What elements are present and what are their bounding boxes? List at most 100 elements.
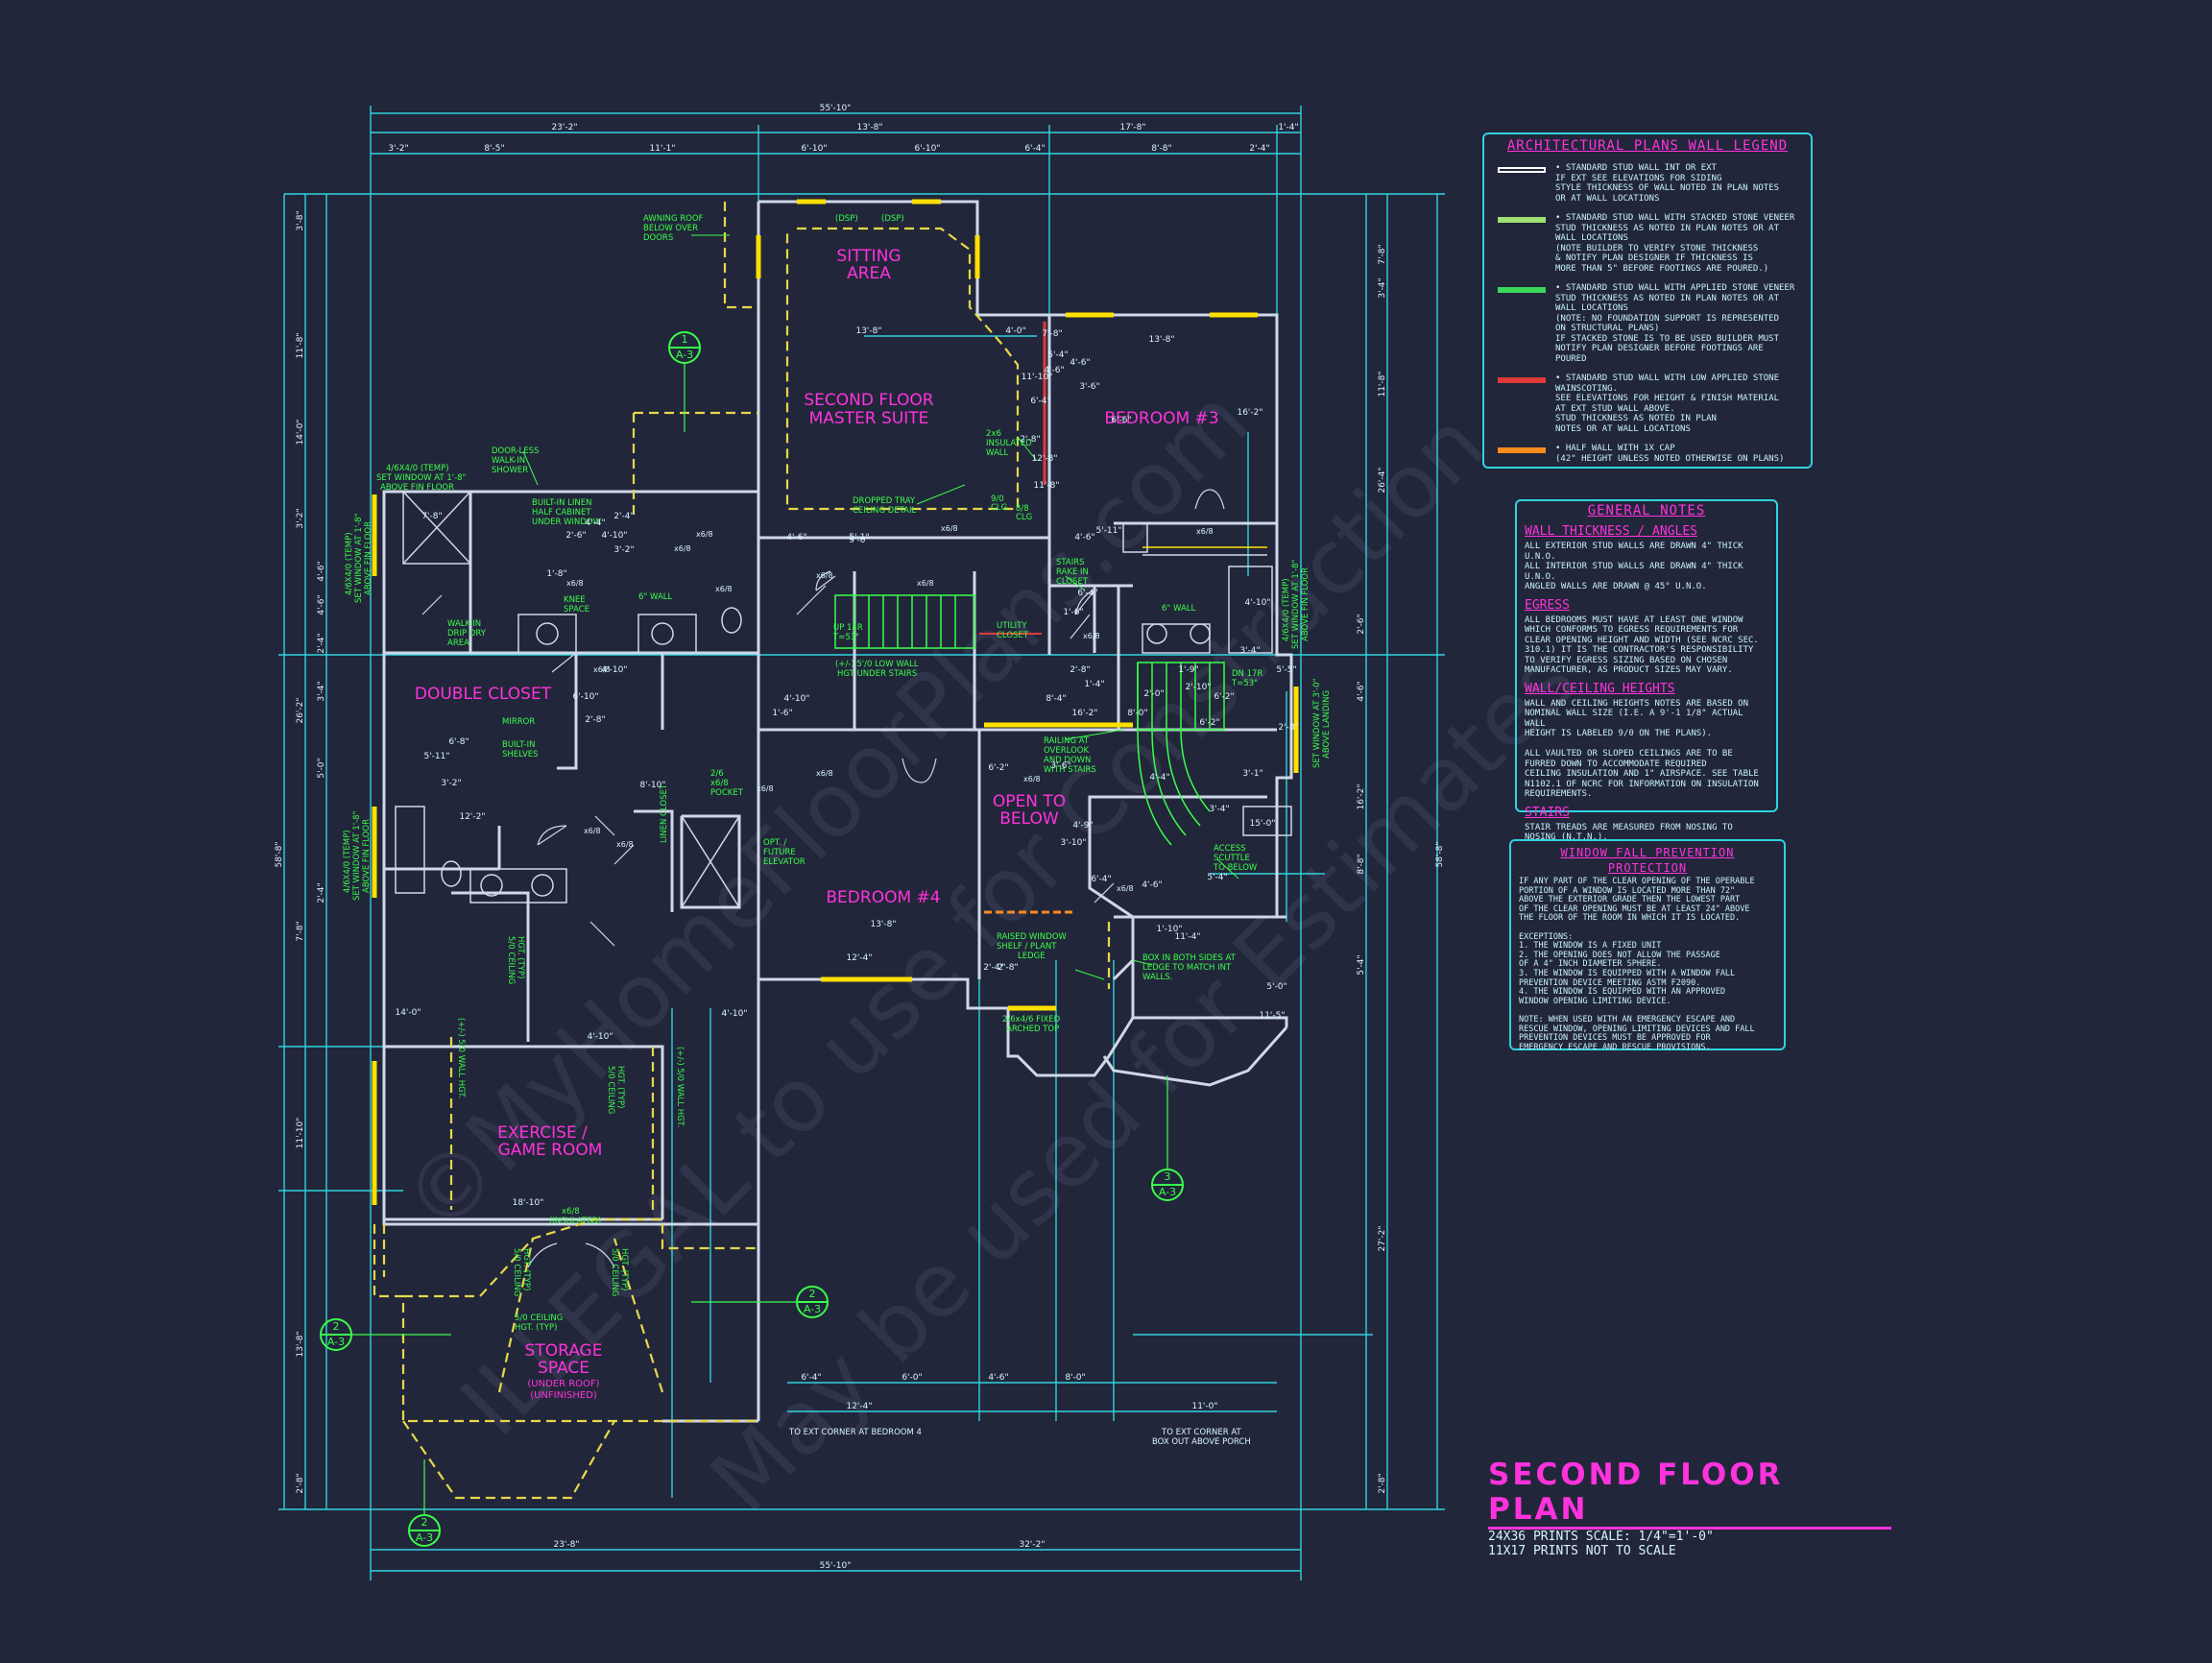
wall-legend-panel: ARCHITECTURAL PLANS WALL LEGEND • STANDA… — [1482, 133, 1813, 469]
legend-item: • HALF WALL WITH 1x CAP (42" HEIGHT UNLE… — [1494, 444, 1801, 464]
dimension-label: 1'-4" — [1084, 680, 1104, 689]
door-size-label: x6/8 — [566, 579, 584, 588]
general-notes-text: ALL EXTERIOR STUD WALLS ARE DRAWN 4" THI… — [1525, 542, 1743, 591]
note-elevator: ELEVATOR — [763, 857, 805, 867]
note-doorless: WALK-IN — [492, 456, 525, 466]
dimension-label: 2'-8" — [585, 715, 605, 725]
dimension-label: 6'-4" — [1024, 144, 1045, 154]
dimension-label: 5'-4" — [1207, 873, 1227, 882]
room-open-label: OPEN TO — [993, 792, 1066, 811]
note-mirror: MIRROR — [502, 717, 535, 727]
room-exercise-label: EXERCISE / — [497, 1123, 588, 1143]
section-sheet: A-3 — [1159, 1186, 1176, 1198]
note-window-left: ABOVE FIN FLOOR — [364, 521, 373, 595]
section-num: 2 — [809, 1288, 816, 1300]
dimension-label: 8'-0" — [1065, 1373, 1085, 1383]
note-pocket: 2/6 — [710, 769, 724, 779]
dimension-label: 8'-8" — [1151, 144, 1171, 154]
note-clg: CLG — [991, 503, 1007, 513]
note-linen: UNDER WINDOW — [532, 518, 602, 527]
dimension-label: 2'-8" — [1278, 723, 1298, 733]
legend-wall-swatch — [1498, 217, 1546, 223]
note-stairs-rake: CLOSET — [1056, 577, 1089, 587]
note-railing: OVERLOOK — [1044, 746, 1089, 756]
dimension-label: 8'-10" — [639, 781, 665, 790]
dimension-label: 16'-2" — [1071, 709, 1097, 718]
dimension-label: 11'-10" — [1022, 373, 1053, 382]
section-marker — [691, 1286, 829, 1318]
plan-scale-note: 24x36 PRINTS SCALE: 1/4"=1'-0" — [1488, 1530, 1714, 1544]
wall-legend-items: • STANDARD STUD WALL INT OR EXT IF EXT S… — [1494, 163, 1801, 464]
dimension-label: 11'-5" — [1259, 1011, 1285, 1021]
note-dsp: (DSP) — [881, 214, 904, 224]
note-linen: HALF CABINET — [532, 508, 591, 518]
dimension-label: 1'-8" — [546, 569, 566, 579]
dimension-label: 2'-4" — [317, 633, 326, 653]
dimension-label: 5'-1" — [849, 533, 869, 542]
dimension-label: 55'-10" — [820, 1561, 852, 1571]
dimension-label: 5'-5" — [1276, 665, 1296, 675]
stairs — [834, 594, 1225, 846]
note-window-left: 4/6X4/0 (TEMP) — [345, 532, 354, 595]
note-doorless: SHOWER — [492, 466, 528, 475]
dimension-label: 12'-2" — [459, 812, 485, 822]
dimension-label: 14'-0" — [395, 1008, 421, 1018]
note-pocket: x6/8 — [710, 779, 729, 788]
dimension-label: 6'-0" — [902, 1373, 922, 1383]
door-size-label: x6/8 — [917, 579, 934, 588]
dimension-labels: 55'-10"23'-2"13'-8"17'-8"1'-4"3'-2"8'-5"… — [275, 104, 1445, 1571]
note-window-right: 4/6X4/0 (TEMP) — [1282, 578, 1291, 641]
note-stairs-dn: DN 17R — [1232, 669, 1262, 679]
general-notes-heading: WALL/CEILING HEIGHTS — [1525, 681, 1675, 696]
note-box-in: LEDGE TO MATCH INT — [1142, 963, 1232, 973]
windows — [372, 199, 1299, 1205]
dimension-label: 7'-8" — [1378, 244, 1387, 264]
dimension-label: 6'-8" — [448, 737, 469, 747]
elevator-icon — [681, 815, 740, 908]
note-ceiling: HGT. (TYP) — [619, 1248, 629, 1290]
dimension-label: 17'-8" — [1119, 123, 1145, 133]
dimension-label: 4'-6" — [1044, 366, 1064, 375]
dimension-label: 5'-0" — [317, 758, 326, 778]
dimension-label: 8'-5" — [484, 144, 504, 154]
note-elevator: OPT. / — [763, 838, 786, 848]
note-window-landing: SET WINDOW AT 3'-0" — [1312, 678, 1322, 768]
special-walls — [979, 322, 1075, 914]
room-sitting-label: SITTING — [836, 247, 901, 266]
room-labels: SITTING AREA SECOND FLOOR MASTER SUITE B… — [415, 247, 1219, 1401]
note-ceiling: HGT. (TYP) — [516, 936, 525, 978]
general-notes-text: WALL AND CEILING HEIGHTS NOTES ARE BASED… — [1525, 698, 1759, 800]
legend-wall-swatch — [1498, 377, 1546, 383]
door-size-label: x6/8 — [1196, 527, 1214, 536]
rotated-notes: 4/6X4/0 (TEMP) SET WINDOW AT 1'-8" ABOVE… — [343, 513, 1332, 1296]
dimension-label: 3'-6" — [1050, 761, 1070, 771]
note-access: ACCESS — [1214, 844, 1246, 854]
dimension-label: 1'-4" — [1278, 123, 1298, 133]
dimension-label: 58'-8" — [1435, 841, 1445, 867]
dimension-label: 3'-2" — [441, 779, 461, 788]
note-linen: BUILT-IN LINEN — [532, 498, 592, 508]
window-fall-body: IF ANY PART OF THE CLEAR OPENING OF THE … — [1519, 877, 1755, 1052]
note-ceiling: HGT. (TYP) — [615, 1066, 625, 1108]
dimension-label: 8'-4" — [1046, 694, 1066, 704]
note-insulated: INSULATED — [986, 439, 1032, 448]
dimension-label: 11'-10" — [296, 1118, 305, 1149]
dimension-label: 4'-6" — [1074, 533, 1094, 542]
note-ceiling: 5/0 CEILING — [606, 1066, 615, 1114]
dimension-label: 4'-6" — [988, 1373, 1008, 1383]
room-storage-label-2: SPACE — [538, 1359, 589, 1378]
note-walkin: DRIP DRY — [447, 629, 487, 639]
dimension-label: 27'-2" — [1378, 1225, 1387, 1251]
dimension-label: 4'-10" — [601, 665, 627, 675]
dimension-label: 6'-4" — [1091, 875, 1111, 884]
note-insulated-door: x6/8 — [562, 1207, 580, 1217]
plan-title: SECOND FLOOR PLAN — [1488, 1458, 1891, 1530]
legend-item-text: • STANDARD STUD WALL WITH STACKED STONE … — [1555, 213, 1795, 274]
dimension-label: 3'-2" — [296, 508, 305, 528]
dimension-label: 2'-0" — [1143, 689, 1164, 699]
dimension-label: 2'-8" — [1378, 1473, 1387, 1493]
note-clg: 9/0 — [991, 494, 1004, 504]
